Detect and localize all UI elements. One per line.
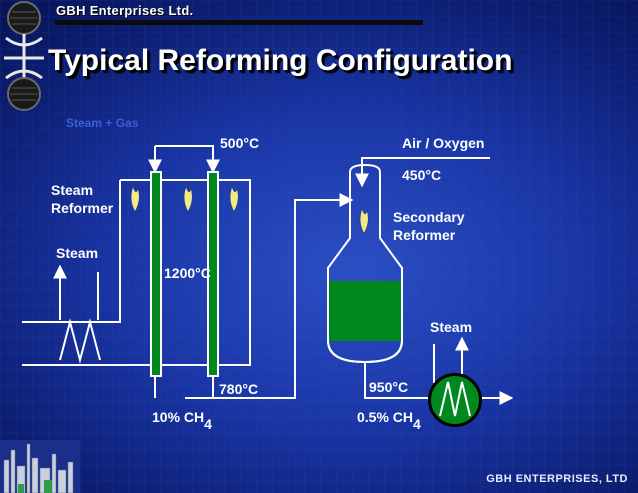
secondary-outlet (364, 362, 428, 399)
reformer-tube-right (207, 171, 219, 377)
label-steam-left: Steam (56, 245, 99, 261)
label-10pct-ch4: 10% CH4 (152, 408, 212, 432)
company-name: GBH Enterprises Ltd. (56, 3, 194, 18)
label-air-oxygen: Air / Oxygen (402, 135, 485, 151)
air-oxygen-line (355, 157, 490, 188)
reformer-tube-left (150, 171, 162, 377)
label-steam-reformer-1: Steam (51, 182, 94, 198)
label-500c: 500°C (220, 135, 260, 151)
ch4-main: 10% CH (152, 409, 205, 425)
heat-exchanger-fill (429, 374, 481, 426)
label-950c: 950°C (369, 379, 409, 395)
ch4-subscript: 4 (204, 416, 212, 432)
ch4-main: 0.5% CH (357, 409, 414, 425)
convection-coil (59, 318, 101, 364)
label-steam-reformer-2: Reformer (51, 200, 114, 216)
label-450c: 450°C (402, 167, 442, 183)
ch4-subscript: 4 (413, 416, 421, 432)
label-780c: 780°C (219, 381, 259, 397)
flame-icon (130, 184, 140, 213)
primary-reformer-box (120, 179, 251, 366)
label-steam-right: Steam (430, 319, 473, 335)
flame-icon (183, 184, 193, 213)
secondary-catalyst-bed (329, 281, 401, 341)
label-1200c: 1200°C (164, 265, 211, 281)
page-title: Typical Reforming Configuration (48, 44, 513, 77)
label-05pct-ch4: 0.5% CH4 (357, 408, 421, 432)
title-rule (55, 20, 423, 25)
company-logo (4, 1, 44, 111)
label-secondary-2: Reformer (393, 227, 456, 243)
faint-steam-gas-label: Steam + Gas (66, 116, 139, 130)
feed-manifold (154, 145, 214, 172)
footer-company: GBH ENTERPRISES, LTD (486, 473, 628, 485)
flame-icon (229, 184, 239, 213)
industrial-plant-image (0, 440, 80, 493)
transfer-line (185, 193, 354, 399)
label-secondary-1: Secondary (393, 209, 465, 225)
feed-line-top (22, 180, 121, 323)
flame-icon (359, 206, 369, 235)
